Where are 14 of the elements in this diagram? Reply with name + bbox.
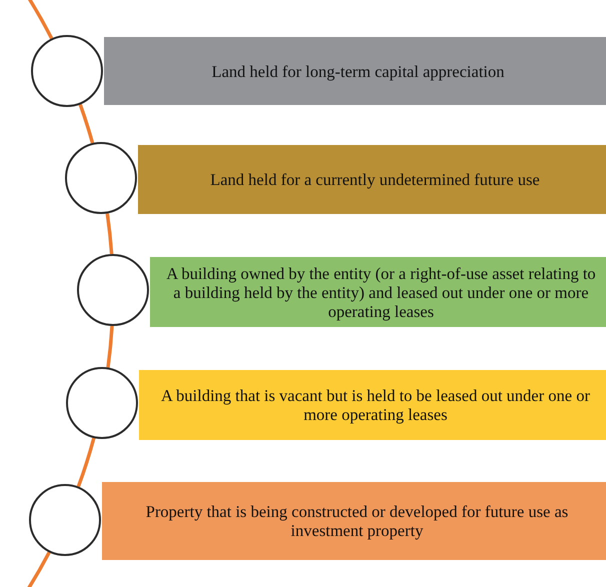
bar-text: Property that is being constructed or developed for future use as investment property: [144, 502, 570, 540]
curved-connector: [76, 438, 96, 488]
category-bar: [102, 482, 606, 560]
category-bar: [138, 145, 606, 214]
category-bar: [139, 370, 606, 440]
bar-text: Land held for long-term capital appreciation: [212, 62, 504, 80]
curved-connector: [106, 326, 114, 368]
bar-text: A building that is vacant but is held to be leased out under one or more operating leases: [160, 386, 591, 424]
category-bar: [150, 257, 606, 327]
curved-connector: [106, 213, 114, 254]
category-bar: [104, 37, 606, 105]
curved-connector: [78, 104, 94, 144]
bar-text: Land held for a currently undetermined future use: [210, 170, 540, 189]
bar-text: A building owned by the entity (or a right-of-use asset relating to a building held by the entity) and leased out under one or more operating leases: [165, 264, 597, 320]
